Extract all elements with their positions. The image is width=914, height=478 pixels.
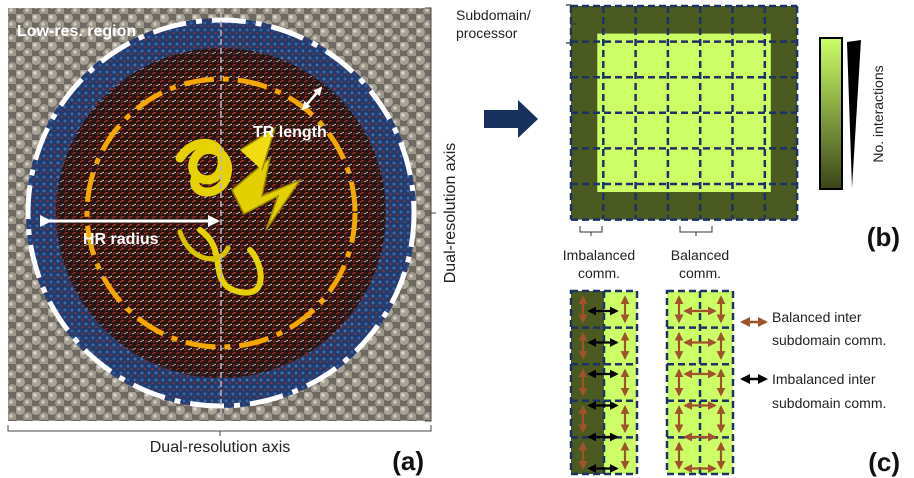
legend-imbalanced-line2: subdomain comm. (772, 395, 886, 411)
hr-dashed-circle (84, 76, 358, 350)
tr-length-arrow (301, 86, 323, 111)
right-axis-label: Dual-resolution axis (442, 143, 459, 284)
right-axis-bracket (425, 7, 432, 422)
legend-label: No. interactions (870, 65, 886, 162)
hr-radius-label: HR radius (83, 231, 159, 248)
imbalanced-comm-strip (569, 289, 639, 476)
balanced-label-line1: Balanced (671, 247, 729, 263)
legend-wedge (847, 40, 861, 188)
protein-ribbon (175, 126, 303, 296)
balanced-comm-strip (665, 289, 735, 476)
panel-a-simulation-image (8, 8, 431, 421)
tr-length-label: TR length (253, 124, 327, 141)
low-res-label: Low-res. region (17, 23, 136, 40)
outer-dashed-circle (25, 17, 417, 409)
low-load-column (571, 291, 604, 474)
color-legend-bar (819, 37, 843, 190)
bottom-axis-bracket (7, 425, 432, 432)
imbalanced-label-line1: Imbalanced (563, 247, 635, 263)
imbalanced-label-line2: comm. (578, 265, 620, 281)
balanced-label-line2: comm. (679, 265, 721, 281)
subdomain-grid (569, 4, 799, 221)
subdomain-label-line1: Subdomain/ (456, 7, 531, 23)
high-load-column (604, 291, 637, 474)
subdomain-label-line2: processor (456, 25, 518, 41)
legend-balanced-line1: Balanced inter (772, 309, 862, 325)
right-arrow-icon (484, 100, 538, 138)
bottom-axis-label: Dual-resolution axis (150, 439, 291, 456)
panel-c-tag: (c) (868, 447, 900, 477)
panel-a-tag: (a) (392, 446, 424, 476)
legend-balanced-line2: subdomain comm. (772, 332, 886, 348)
panel-b-tag: (b) (867, 222, 900, 252)
legend-imbalanced-line1: Imbalanced inter (772, 371, 876, 387)
